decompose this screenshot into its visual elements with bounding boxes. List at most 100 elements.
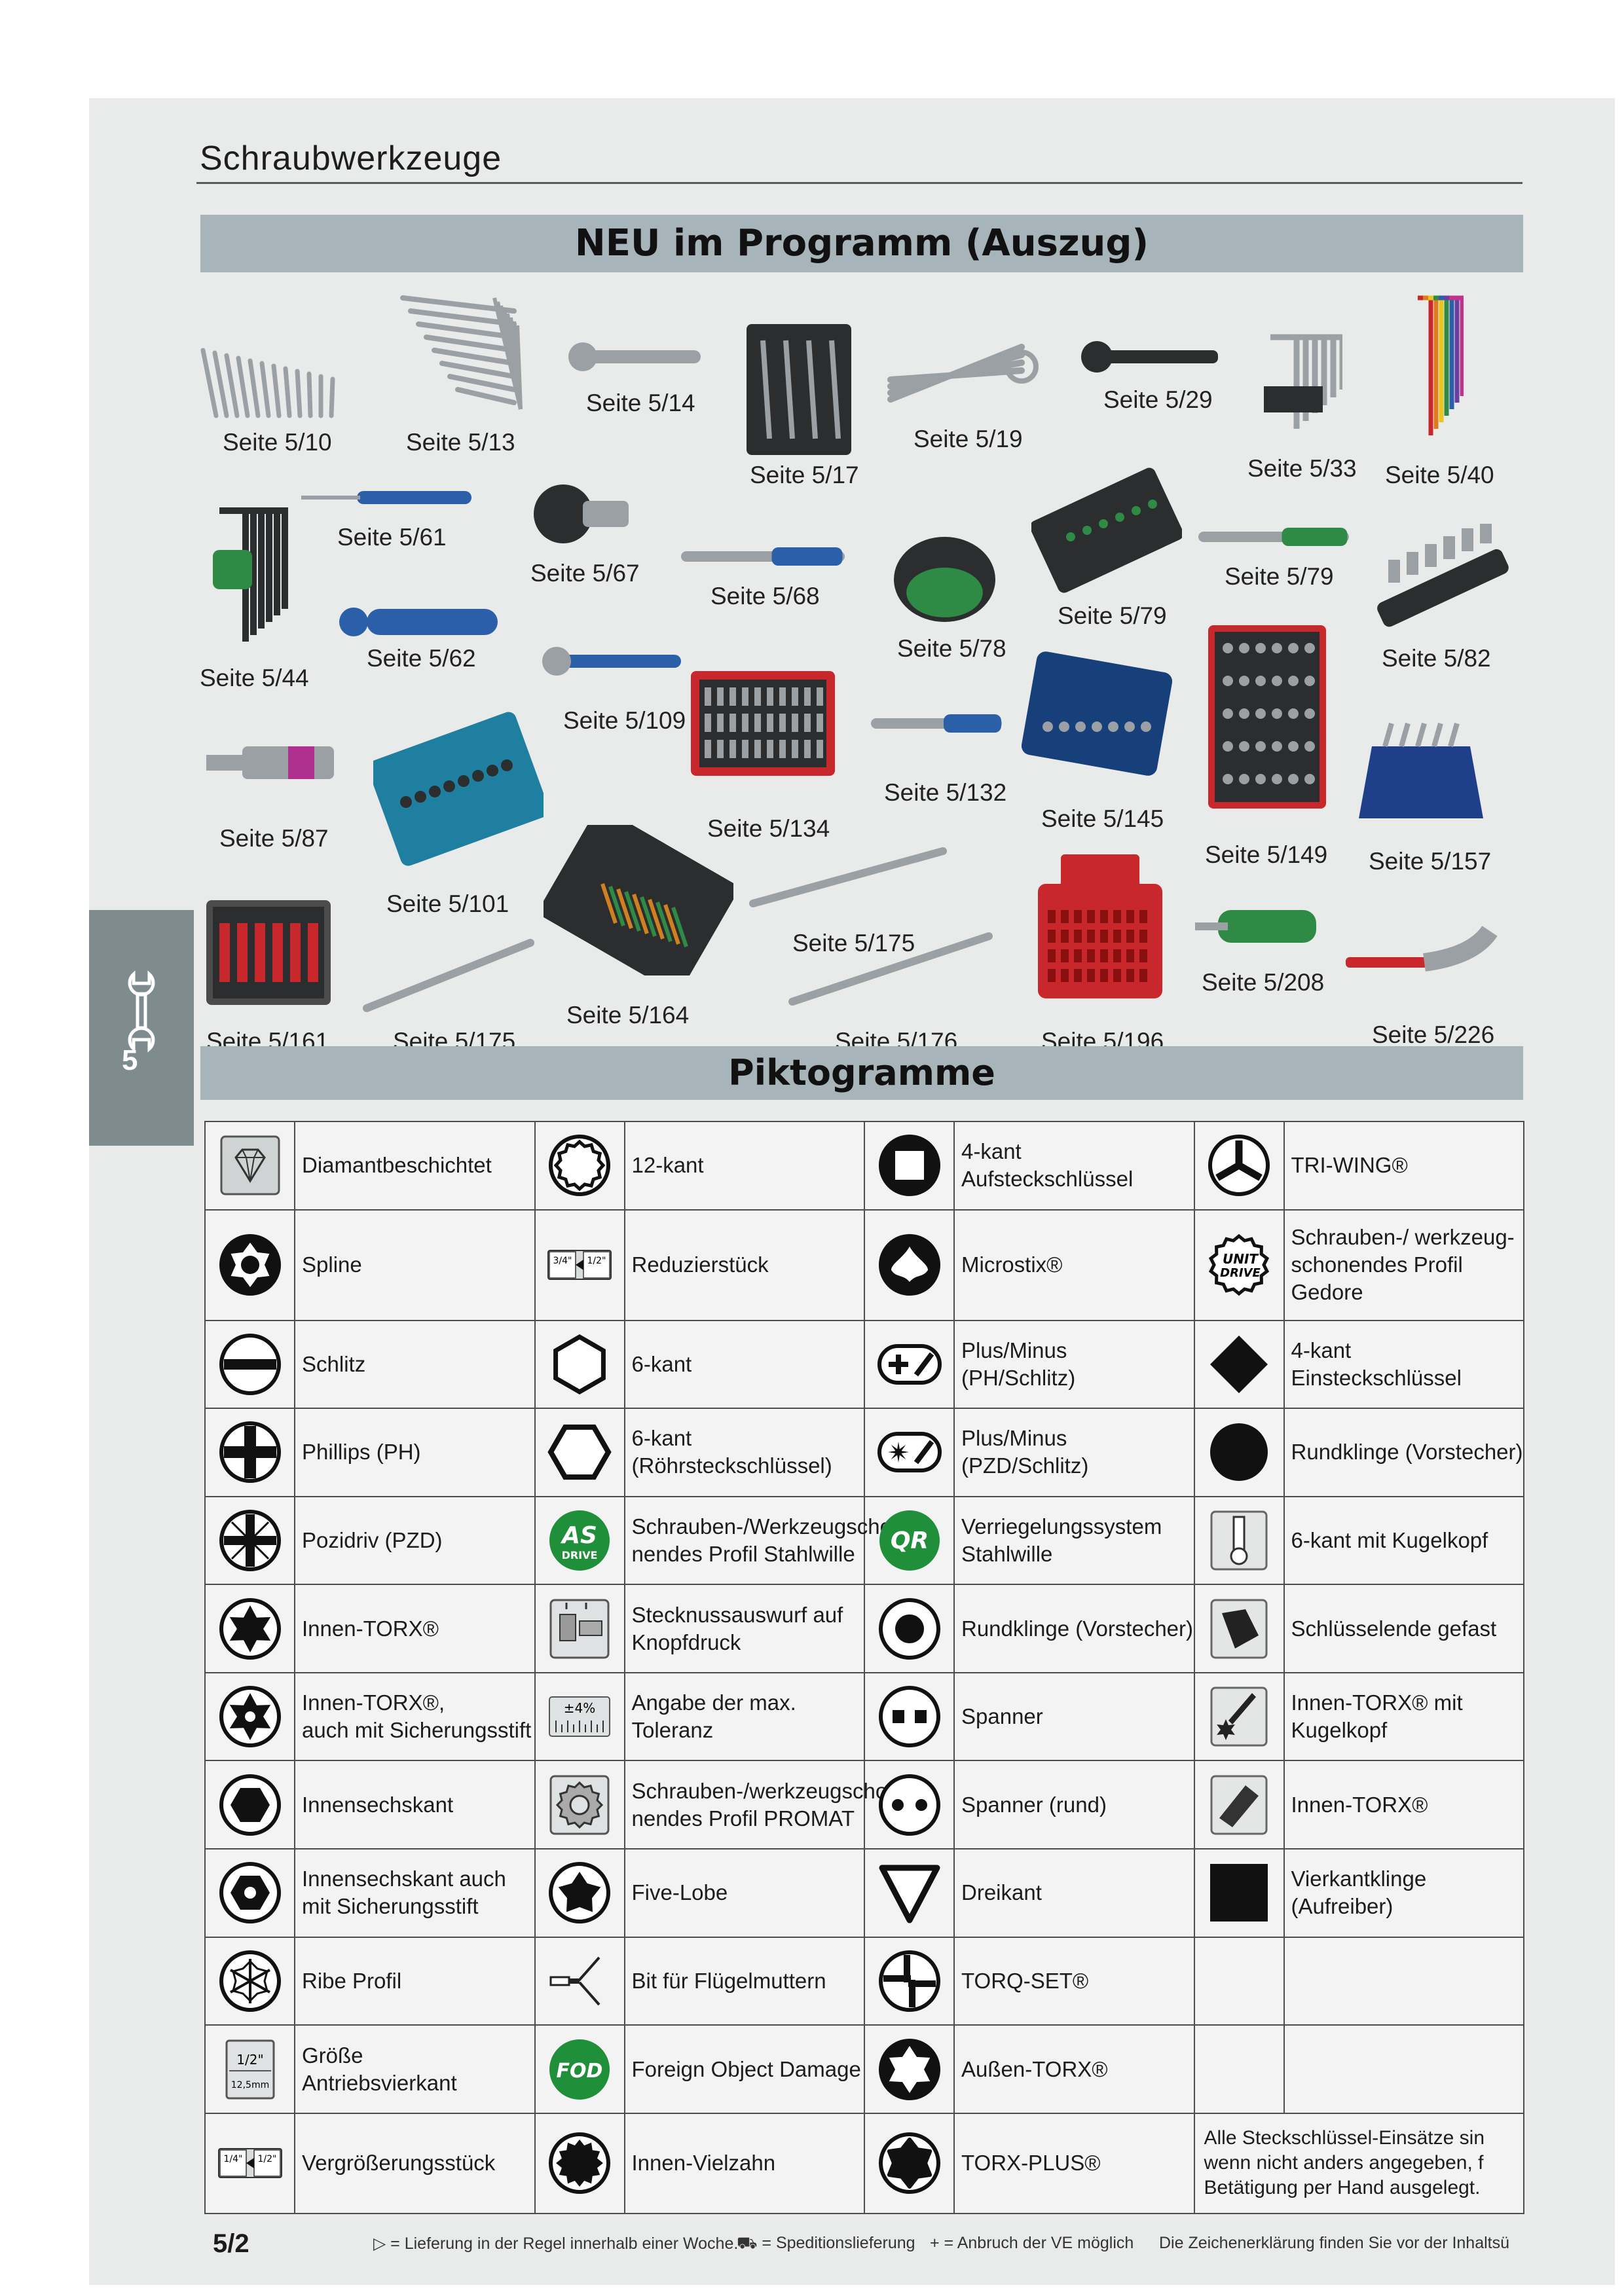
product-page-link[interactable]: Seite 5/62 <box>367 645 476 672</box>
product-image[interactable] <box>544 825 733 975</box>
product-image[interactable] <box>864 681 1008 766</box>
product-page-link[interactable]: Seite 5/40 <box>1385 462 1494 488</box>
product-image[interactable] <box>1346 720 1496 831</box>
product-image[interactable] <box>1074 334 1231 380</box>
pictogram-icon-cell <box>1193 1584 1285 1673</box>
product-image[interactable] <box>1035 851 1166 1002</box>
product-page-link[interactable]: Seite 5/33 <box>1247 455 1357 482</box>
product-image[interactable] <box>674 543 851 570</box>
product-page-link[interactable]: Seite 5/29 <box>1103 386 1213 413</box>
product-page-link[interactable]: Seite 5/79 <box>1225 563 1334 590</box>
product-image[interactable] <box>1362 524 1513 629</box>
torx-icon <box>219 1597 281 1660</box>
product-page-link[interactable]: Seite 5/175 <box>792 930 915 957</box>
product-image[interactable] <box>1411 291 1464 448</box>
product-page-link[interactable]: Seite 5/109 <box>563 707 686 734</box>
product-image[interactable] <box>563 334 714 380</box>
product-image[interactable] <box>1192 524 1356 550</box>
product-page-link[interactable]: Seite 5/145 <box>1041 805 1164 832</box>
product-page-link[interactable]: Seite 5/157 <box>1369 848 1492 875</box>
product-image[interactable] <box>1022 648 1172 779</box>
product-page-link[interactable]: Seite 5/17 <box>750 462 859 488</box>
product-page-link[interactable]: Seite 5/208 <box>1202 969 1325 996</box>
pictogram-icon-cell <box>864 1584 955 1673</box>
pictogram-label: Innen-Vielzahn <box>623 2112 865 2215</box>
product-page-link[interactable]: Seite 5/61 <box>337 524 447 551</box>
pictogram-icon-cell: 1/2"12,5mm <box>204 2024 295 2114</box>
product-image[interactable] <box>298 488 475 507</box>
product-image[interactable] <box>210 498 288 655</box>
plus-minus-ph-icon <box>877 1343 942 1385</box>
svg-text:DRIVE: DRIVE <box>562 1549 598 1561</box>
product-page-link[interactable]: Seite 5/132 <box>884 779 1007 806</box>
pictogram-icon-cell <box>1193 1495 1285 1586</box>
product-image[interactable] <box>887 504 1002 629</box>
pictogram-label-line: TORQ-SET® <box>961 1968 1089 1993</box>
product-page-link[interactable]: Seite 5/82 <box>1382 645 1491 672</box>
product-image[interactable] <box>747 845 950 910</box>
product-page-link[interactable]: Seite 5/44 <box>200 665 309 691</box>
product-page-link[interactable]: Seite 5/13 <box>406 429 515 456</box>
pictogram-label-line: 4-kant Einsteckschlüssel <box>1291 1338 1462 1390</box>
product-image[interactable] <box>688 668 838 779</box>
torx-ball-icon <box>1210 1686 1268 1747</box>
svg-text:1/2": 1/2" <box>587 1256 606 1266</box>
product-image[interactable] <box>537 635 694 687</box>
product-image[interactable] <box>196 340 360 426</box>
pictogram-label: TRI-WING® <box>1283 1121 1524 1211</box>
product-image[interactable] <box>743 321 855 458</box>
svg-text:DRIVE: DRIVE <box>1220 1266 1261 1280</box>
product-image[interactable] <box>1342 923 1506 1002</box>
chapter-tab[interactable] <box>89 910 194 1146</box>
page-title: Schraubwerkzeuge <box>200 139 502 177</box>
pictogram-label: Spline <box>294 1209 536 1321</box>
pictogram-icon-cell <box>204 1319 295 1410</box>
wrench-icon <box>128 970 155 1053</box>
product-image[interactable] <box>334 602 504 642</box>
product-image[interactable] <box>877 334 1048 412</box>
product-image[interactable] <box>360 936 537 1015</box>
product-image[interactable] <box>203 897 334 1008</box>
pictogram-icon-cell <box>534 1760 625 1850</box>
product-image[interactable] <box>524 478 635 550</box>
reducer-icon: 3/4"1/2" <box>547 1250 612 1281</box>
product-image[interactable] <box>1257 324 1342 448</box>
product-page-link[interactable]: Seite 5/10 <box>223 429 332 456</box>
product-image[interactable] <box>1205 622 1329 812</box>
tolerance-icon: ±4% <box>549 1696 610 1738</box>
product-page-link[interactable]: Seite 5/19 <box>913 426 1023 452</box>
product-image[interactable] <box>1031 465 1182 596</box>
product-page-link[interactable]: Seite 5/67 <box>530 560 640 587</box>
svg-text:1/4": 1/4" <box>223 2154 242 2164</box>
pictogram-label-line: Ribe Profil <box>302 1968 402 1993</box>
pictogram-label-line: Microstix® <box>961 1252 1063 1277</box>
product-page-link[interactable]: Seite 5/164 <box>566 1002 690 1029</box>
pictogram-label: Phillips (PH) <box>294 1408 536 1497</box>
product-page-link[interactable]: Seite 5/78 <box>897 635 1006 662</box>
product-image[interactable] <box>373 707 544 871</box>
product-page-link[interactable]: Seite 5/79 <box>1058 602 1167 629</box>
pictogram-icon-cell: 3/4"1/2" <box>534 1209 625 1321</box>
product-image[interactable] <box>203 740 341 786</box>
multi-tooth-icon <box>549 2132 610 2195</box>
product-image[interactable] <box>1192 897 1336 956</box>
pictogram-label: Plus/Minus(PZD/Schlitz) <box>953 1408 1195 1497</box>
product-page-link[interactable]: Seite 5/226 <box>1372 1021 1495 1048</box>
pictogram-label: Innensechskant <box>294 1760 536 1850</box>
pictogram-label: Schlitz <box>294 1319 536 1410</box>
pictogram-icon-cell <box>534 2112 625 2215</box>
product-image[interactable] <box>383 291 534 422</box>
product-page-link[interactable]: Seite 5/87 <box>219 825 329 852</box>
product-page-link[interactable]: Seite 5/68 <box>710 583 820 610</box>
pictogram-label: 12-kant <box>623 1121 865 1211</box>
product-image[interactable] <box>786 930 995 1008</box>
pictogram-icon-cell <box>864 1760 955 1850</box>
product-page-link[interactable]: Seite 5/134 <box>707 815 830 842</box>
pictogram-label: Ribe Profil <box>294 1936 536 2026</box>
product-page-link[interactable]: Seite 5/101 <box>386 890 509 917</box>
product-page-link[interactable]: Seite 5/14 <box>586 390 695 416</box>
product-page-link[interactable]: Seite 5/149 <box>1205 841 1328 868</box>
